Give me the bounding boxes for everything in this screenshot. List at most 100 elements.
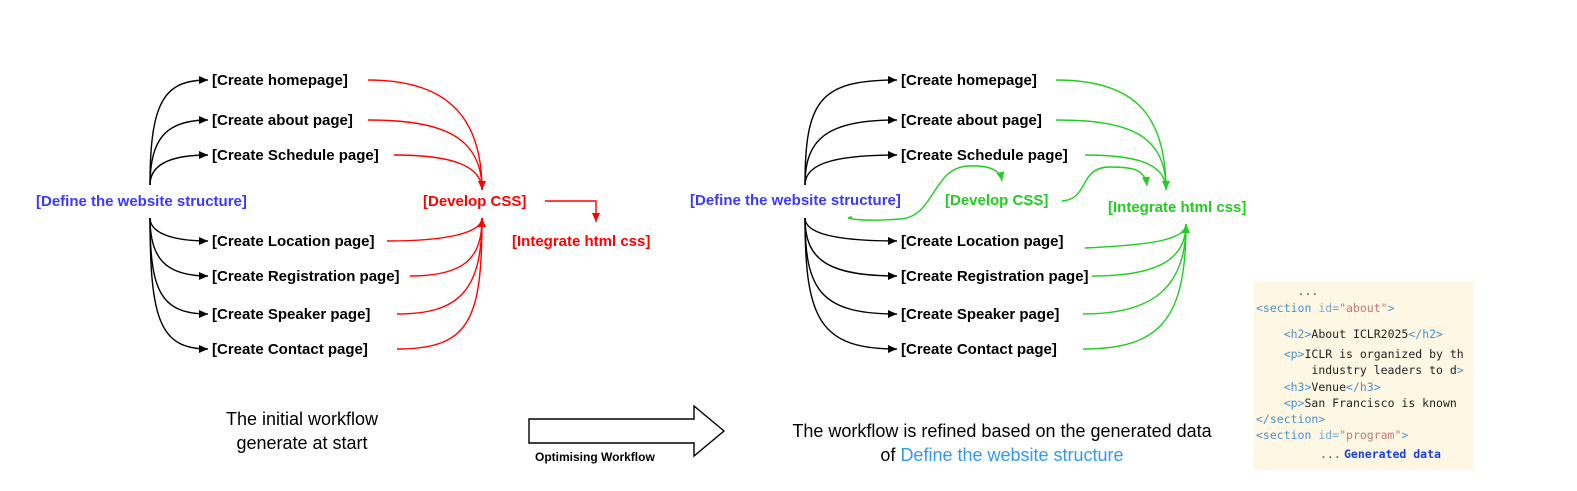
code-token: "program" xyxy=(1339,428,1401,442)
right-edge-css-integrate xyxy=(1061,166,1150,202)
left-edge-root-location xyxy=(149,217,209,245)
code-token: <p> xyxy=(1284,396,1305,410)
code-token: ICLR is organized by th xyxy=(1304,347,1463,361)
code-line: <p>ICLR is organized by th xyxy=(1256,347,1464,361)
code-lines: ...<section id="about"> <h2>About ICLR20… xyxy=(1256,284,1464,442)
right-edge-root-about xyxy=(804,116,898,186)
left-edge-about-css xyxy=(367,119,483,191)
right-edge-root-schedule xyxy=(804,151,898,186)
right-edge-root-contact xyxy=(804,217,898,353)
left-edge-registration-css xyxy=(409,217,483,277)
right-edge-contact-integrate xyxy=(1082,223,1187,350)
right-node-develop-css: [Develop CSS] xyxy=(945,192,1048,209)
left-edge-root-registration xyxy=(149,217,209,280)
left-diagram: [Define the website structure] [Create h… xyxy=(36,72,650,453)
left-edge-css-integrate xyxy=(545,200,600,222)
left-edge-schedule-css xyxy=(393,154,483,191)
code-token: </h3> xyxy=(1346,380,1381,394)
right-node-registration: [Create Registration page] xyxy=(901,268,1089,285)
left-edge-contact-css xyxy=(396,217,483,350)
code-token: Venue xyxy=(1311,380,1346,394)
code-line: industry leaders to d> xyxy=(1256,363,1464,377)
left-edge-homepage-css xyxy=(367,79,486,191)
left-node-location: [Create Location page] xyxy=(212,233,375,250)
left-edge-location-css xyxy=(386,217,486,242)
left-page-to-css-edges xyxy=(367,79,600,350)
right-caption-line2: of Define the website structure xyxy=(880,445,1123,465)
code-footer-dots: ... xyxy=(1320,447,1341,461)
right-diagram: [Define the website structure] [Create h… xyxy=(690,72,1246,465)
code-indent xyxy=(1256,396,1284,410)
code-token: <section xyxy=(1256,301,1318,315)
right-node-integrate: [Integrate html css] xyxy=(1108,199,1246,216)
code-token: </h2> xyxy=(1408,327,1443,341)
right-edge-homepage-integrate xyxy=(1055,79,1170,191)
left-node-contact: [Create Contact page] xyxy=(212,341,368,358)
left-caption-line2: generate at start xyxy=(236,433,367,453)
left-node-speaker: [Create Speaker page] xyxy=(212,306,370,323)
left-node-about: [Create about page] xyxy=(212,112,353,129)
left-edge-root-schedule xyxy=(149,151,209,186)
code-indent xyxy=(1256,327,1284,341)
code-line: <h3>Venue</h3> xyxy=(1256,380,1381,394)
left-node-develop-css: [Develop CSS] xyxy=(423,193,526,210)
right-node-location: [Create Location page] xyxy=(901,233,1064,250)
code-indent xyxy=(1256,284,1298,298)
left-node-schedule: [Create Schedule page] xyxy=(212,147,379,164)
right-node-speaker: [Create Speaker page] xyxy=(901,306,1059,323)
right-edge-about-integrate xyxy=(1055,119,1167,191)
code-token: <h3> xyxy=(1284,380,1312,394)
right-caption-prefix: of xyxy=(880,445,900,465)
transition-arrow: Optimising Workflow xyxy=(528,404,726,464)
right-node-about: [Create about page] xyxy=(901,112,1042,129)
code-token: <section xyxy=(1256,428,1318,442)
left-edge-root-contact xyxy=(149,217,209,353)
right-edge-speaker-integrate xyxy=(1082,223,1187,315)
code-line: <p>San Francisco is known xyxy=(1256,396,1457,410)
code-line: <h2>About ICLR2025</h2> xyxy=(1256,327,1443,341)
right-edge-registration-integrate xyxy=(1091,223,1187,277)
code-token: > xyxy=(1388,301,1395,315)
code-token: ... xyxy=(1298,284,1319,298)
right-root-node: [Define the website structure] xyxy=(690,192,901,209)
code-line: </section> xyxy=(1256,412,1325,426)
right-node-schedule: [Create Schedule page] xyxy=(901,147,1068,164)
code-token: > xyxy=(1401,428,1408,442)
left-edge-root-about xyxy=(149,116,209,186)
code-token: "about" xyxy=(1339,301,1387,315)
right-root-to-page-edges xyxy=(804,76,898,353)
code-token: > xyxy=(1457,363,1464,377)
right-node-contact: [Create Contact page] xyxy=(901,341,1057,358)
right-edge-root-registration xyxy=(804,217,898,280)
code-token: <p> xyxy=(1284,347,1305,361)
left-caption-line1: The initial workflow xyxy=(226,409,379,429)
code-panel-background xyxy=(1254,282,1473,470)
right-edge-root-homepage xyxy=(804,76,898,186)
code-panel: ...<section id="about"> <h2>About ICLR20… xyxy=(1254,282,1473,470)
optimising-workflow-label: Optimising Workflow xyxy=(535,450,655,464)
left-node-integrate: [Integrate html css] xyxy=(512,233,650,250)
right-edge-location-integrate xyxy=(1084,223,1190,249)
left-root-node: [Define the website structure] xyxy=(36,193,247,210)
left-node-registration: [Create Registration page] xyxy=(212,268,400,285)
code-line: <section id="program"> xyxy=(1256,428,1408,442)
left-edge-speaker-css xyxy=(396,217,483,315)
code-token: About ICLR2025 xyxy=(1311,327,1408,341)
left-root-to-page-edges xyxy=(149,76,209,353)
right-edge-root-css xyxy=(847,165,1005,221)
code-indent xyxy=(1256,363,1311,377)
right-caption-link: Define the website structure xyxy=(900,445,1123,465)
code-token: </section> xyxy=(1256,412,1325,426)
code-token: <h2> xyxy=(1284,327,1312,341)
left-node-homepage: [Create homepage] xyxy=(212,72,348,89)
code-token: id= xyxy=(1318,301,1339,315)
code-indent xyxy=(1256,380,1284,394)
big-arrow-shape xyxy=(528,404,726,458)
code-indent xyxy=(1256,347,1284,361)
code-token: industry leaders to d xyxy=(1311,363,1456,377)
right-edge-root-location xyxy=(804,217,898,245)
code-line: <section id="about"> xyxy=(1256,301,1395,315)
left-edge-root-homepage xyxy=(149,76,209,186)
